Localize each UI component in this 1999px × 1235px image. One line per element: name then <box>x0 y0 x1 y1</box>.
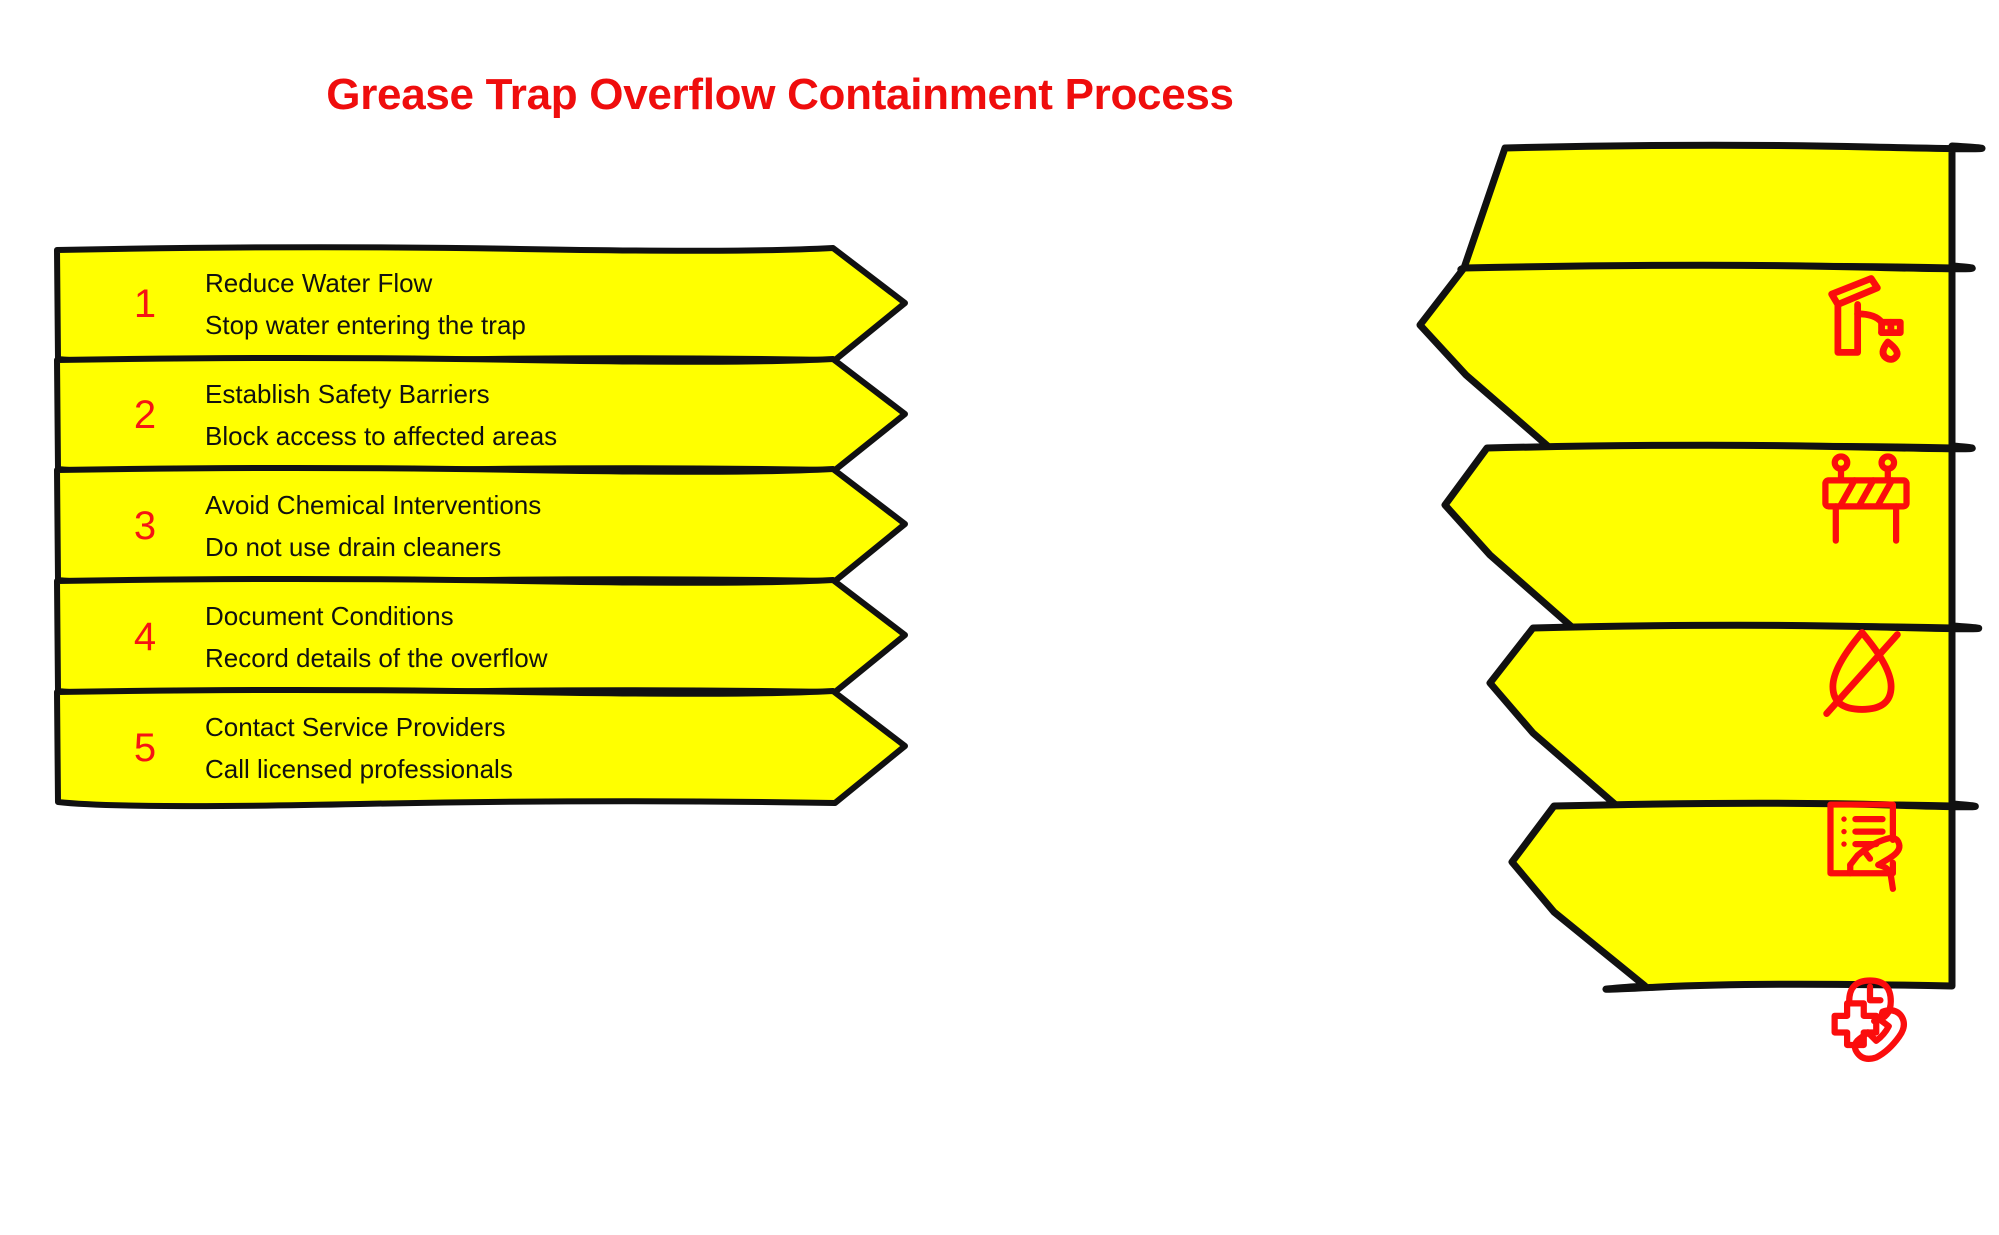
step-row-4[interactable]: 4 Document Conditions Record details of … <box>55 581 955 693</box>
step-row-1[interactable]: 1 Reduce Water Flow Stop water entering … <box>55 248 955 360</box>
icon-bands <box>1420 140 1999 1062</box>
step-number-1: 1 <box>133 281 157 326</box>
faucet-drip-icon <box>1815 265 1919 369</box>
step-row-2[interactable]: 2 Establish Safety Barriers Block access… <box>55 359 955 471</box>
step-heading-1: Reduce Water Flow <box>205 268 433 298</box>
step-text-5: Contact Service Providers Call licensed … <box>205 692 845 804</box>
step-row-3[interactable]: 3 Avoid Chemical Interventions Do not us… <box>55 470 955 582</box>
road-barrier-icon <box>1815 445 1919 549</box>
right-chevron-shapes <box>1416 141 1986 993</box>
step-number-2: 2 <box>133 392 157 437</box>
step-heading-3: Avoid Chemical Interventions <box>205 490 542 520</box>
step-number-3: 3 <box>133 503 157 548</box>
step-text-3: Avoid Chemical Interventions Do not use … <box>205 470 845 582</box>
step-heading-4: Document Conditions <box>205 601 454 631</box>
step-text-4: Document Conditions Record details of th… <box>205 581 845 693</box>
left-arrow-shapes <box>54 244 908 810</box>
step-text-1: Reduce Water Flow Stop water entering th… <box>205 248 845 360</box>
step-number-4: 4 <box>133 614 157 659</box>
page-title: Grease Trap Overflow Containment Process <box>326 70 1234 119</box>
step-subtitle-5: Call licensed professionals <box>205 754 513 784</box>
step-subtitle-1: Stop water entering the trap <box>205 310 526 340</box>
step-subtitle-2: Block access to affected areas <box>205 421 558 451</box>
no-droplet-icon <box>1810 620 1914 724</box>
steps-list: 1 Reduce Water Flow Stop water entering … <box>55 248 955 806</box>
step-subtitle-3: Do not use drain cleaners <box>205 532 502 562</box>
step-text-2: Establish Safety Barriers Block access t… <box>205 359 845 471</box>
step-heading-5: Contact Service Providers <box>205 712 506 742</box>
step-subtitle-4: Record details of the overflow <box>205 643 548 673</box>
arrow-shape-5 <box>54 687 908 810</box>
step-row-5[interactable]: 5 Contact Service Providers Call license… <box>55 692 955 804</box>
step-number-5: 5 <box>133 725 157 770</box>
step-heading-2: Establish Safety Barriers <box>205 379 490 409</box>
